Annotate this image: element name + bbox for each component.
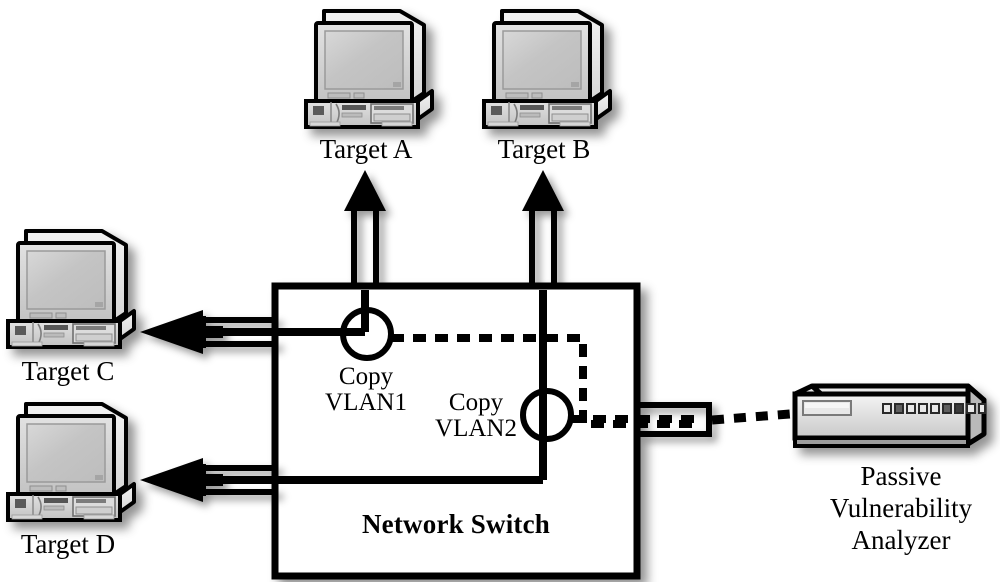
switch-span-port-connector [640,402,712,437]
node-target-a-icon [304,9,434,129]
copy-path-port-to-analyzer [711,409,791,425]
node-analyzer-icon [792,383,987,448]
label-analyzer-line1: Passive [860,461,942,491]
label-target-a: Target A [319,134,413,164]
label-copy-vlan2-line1: Copy [448,389,504,416]
label-copy-vlan1-line2: VLAN1 [325,389,407,416]
node-target-c-icon [6,229,136,349]
label-copy-vlan1-line1: Copy [338,363,394,390]
label-copy-vlan2-line2: VLAN2 [435,415,517,442]
label-target-c: Target C [21,356,115,386]
node-target-b-icon [482,9,612,129]
link-switch-to-target-c [140,310,278,354]
copy-path-vlan1-to-analyzer [391,334,700,428]
label-target-b: Target B [497,134,591,164]
label-analyzer-line2: Vulnerability [829,493,973,523]
link-switch-to-target-d [140,458,278,502]
label-analyzer-line3: Analyzer [851,525,951,555]
label-network-switch: Network Switch [361,509,551,539]
label-target-d: Target D [20,529,116,559]
node-target-d-icon [6,402,136,522]
